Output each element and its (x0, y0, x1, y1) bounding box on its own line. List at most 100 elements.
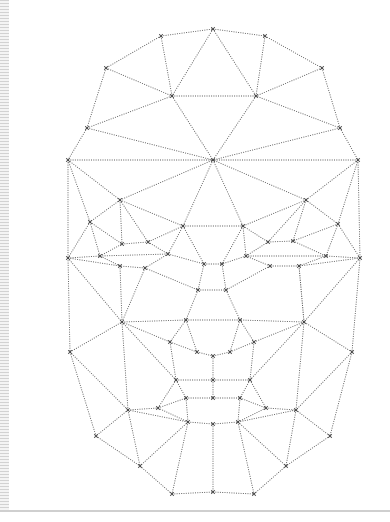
mesh-edge (170, 342, 197, 352)
mesh-edge (90, 222, 100, 256)
mesh-vertex (202, 262, 206, 266)
mesh-edge (186, 320, 197, 352)
mesh-edge (70, 322, 122, 352)
mesh-edge (68, 258, 70, 352)
mesh-edge (106, 68, 172, 96)
mesh-edge (250, 342, 254, 380)
mesh-edge (90, 222, 122, 244)
mesh-vertex (320, 66, 324, 70)
mesh-edge (122, 320, 186, 322)
mesh-edge (87, 96, 172, 128)
mesh-edge (246, 242, 268, 256)
mesh-edge (238, 410, 296, 422)
mesh-edge (183, 160, 213, 226)
mesh-edge (293, 241, 326, 256)
mesh-edge (168, 226, 183, 254)
mesh-vertex (244, 254, 248, 258)
mesh-vertex (156, 406, 160, 410)
mesh-edge (145, 268, 198, 290)
mesh-edge (213, 96, 256, 160)
mesh-edge (222, 264, 226, 290)
mesh-edge (70, 352, 96, 436)
mesh-edge (266, 408, 296, 410)
mesh-edge (254, 322, 304, 342)
mesh-edge (286, 436, 330, 466)
mesh-edge (140, 422, 188, 466)
mesh-edge (326, 224, 338, 256)
mesh-vertex (224, 288, 228, 292)
mesh-vertex (146, 240, 150, 244)
mesh-edge (140, 466, 172, 494)
mesh-vertex (170, 94, 174, 98)
mesh-edge (148, 242, 168, 254)
mesh-vertex (170, 492, 174, 496)
mesh-edge (68, 222, 90, 258)
mesh-vertices (66, 27, 362, 496)
mesh-edge (87, 128, 213, 160)
mesh-edge (299, 266, 304, 322)
mesh-edge (250, 322, 304, 380)
mesh-edge (304, 258, 360, 322)
mesh-edge (120, 160, 213, 200)
mesh-edge (254, 466, 286, 494)
mesh-edge (240, 380, 250, 398)
mesh-vertex (126, 408, 130, 412)
mesh-edge (213, 29, 256, 96)
mesh-edge (230, 342, 254, 352)
mesh-vertex (254, 94, 258, 98)
mesh-edge (186, 290, 198, 320)
mesh-edge (68, 128, 87, 160)
mesh-edge (238, 422, 286, 466)
mesh-edge (120, 266, 145, 268)
mesh-edge (226, 266, 270, 290)
mesh-edge (268, 241, 293, 242)
mesh-edge (145, 254, 168, 268)
mesh-vertex (120, 242, 124, 246)
mesh-edge (293, 224, 338, 241)
mesh-edge (168, 254, 204, 264)
mesh-edge (122, 268, 145, 322)
mesh-edge (213, 29, 265, 36)
mesh-edge (122, 242, 148, 244)
mesh-vertex (350, 350, 354, 354)
mesh-edge (240, 320, 304, 322)
mesh-edge (213, 492, 254, 494)
mesh-edge (352, 258, 360, 352)
mesh-edge (240, 398, 266, 408)
mesh-edge (87, 68, 106, 128)
mesh-vertex (159, 34, 163, 38)
mesh-edge (306, 200, 338, 224)
mesh-edge (213, 352, 230, 356)
mesh-vertex (336, 222, 340, 226)
mesh-edge (340, 128, 358, 160)
mesh-edge (122, 322, 128, 410)
mesh-edge (238, 422, 254, 494)
mesh-vertex (85, 126, 89, 130)
mesh-edge (100, 254, 168, 256)
mesh-edge (186, 398, 188, 422)
mesh-vertex (118, 198, 122, 202)
mesh-edge (68, 258, 122, 322)
mesh-edge (296, 352, 352, 410)
mesh-edge (299, 256, 326, 266)
mesh-edge (306, 160, 358, 200)
mesh-edge (68, 160, 120, 200)
mesh-edge (326, 256, 360, 258)
mesh-edge (246, 256, 270, 266)
mesh-vertex (211, 378, 215, 382)
mesh-edge (238, 398, 240, 422)
mesh-edge (161, 36, 172, 96)
mesh-vertex (181, 224, 185, 228)
mesh-edge (299, 258, 360, 266)
mesh-edge (286, 410, 296, 466)
mesh-edge (213, 422, 238, 424)
mesh-edge (197, 352, 213, 356)
mesh-vertex (356, 158, 360, 162)
mesh-edge (338, 160, 358, 224)
mesh-vertex (66, 158, 70, 162)
mesh-edge (250, 380, 266, 408)
mesh-vertex (266, 240, 270, 244)
mesh-edge (198, 264, 204, 290)
mesh-edge (120, 200, 122, 244)
